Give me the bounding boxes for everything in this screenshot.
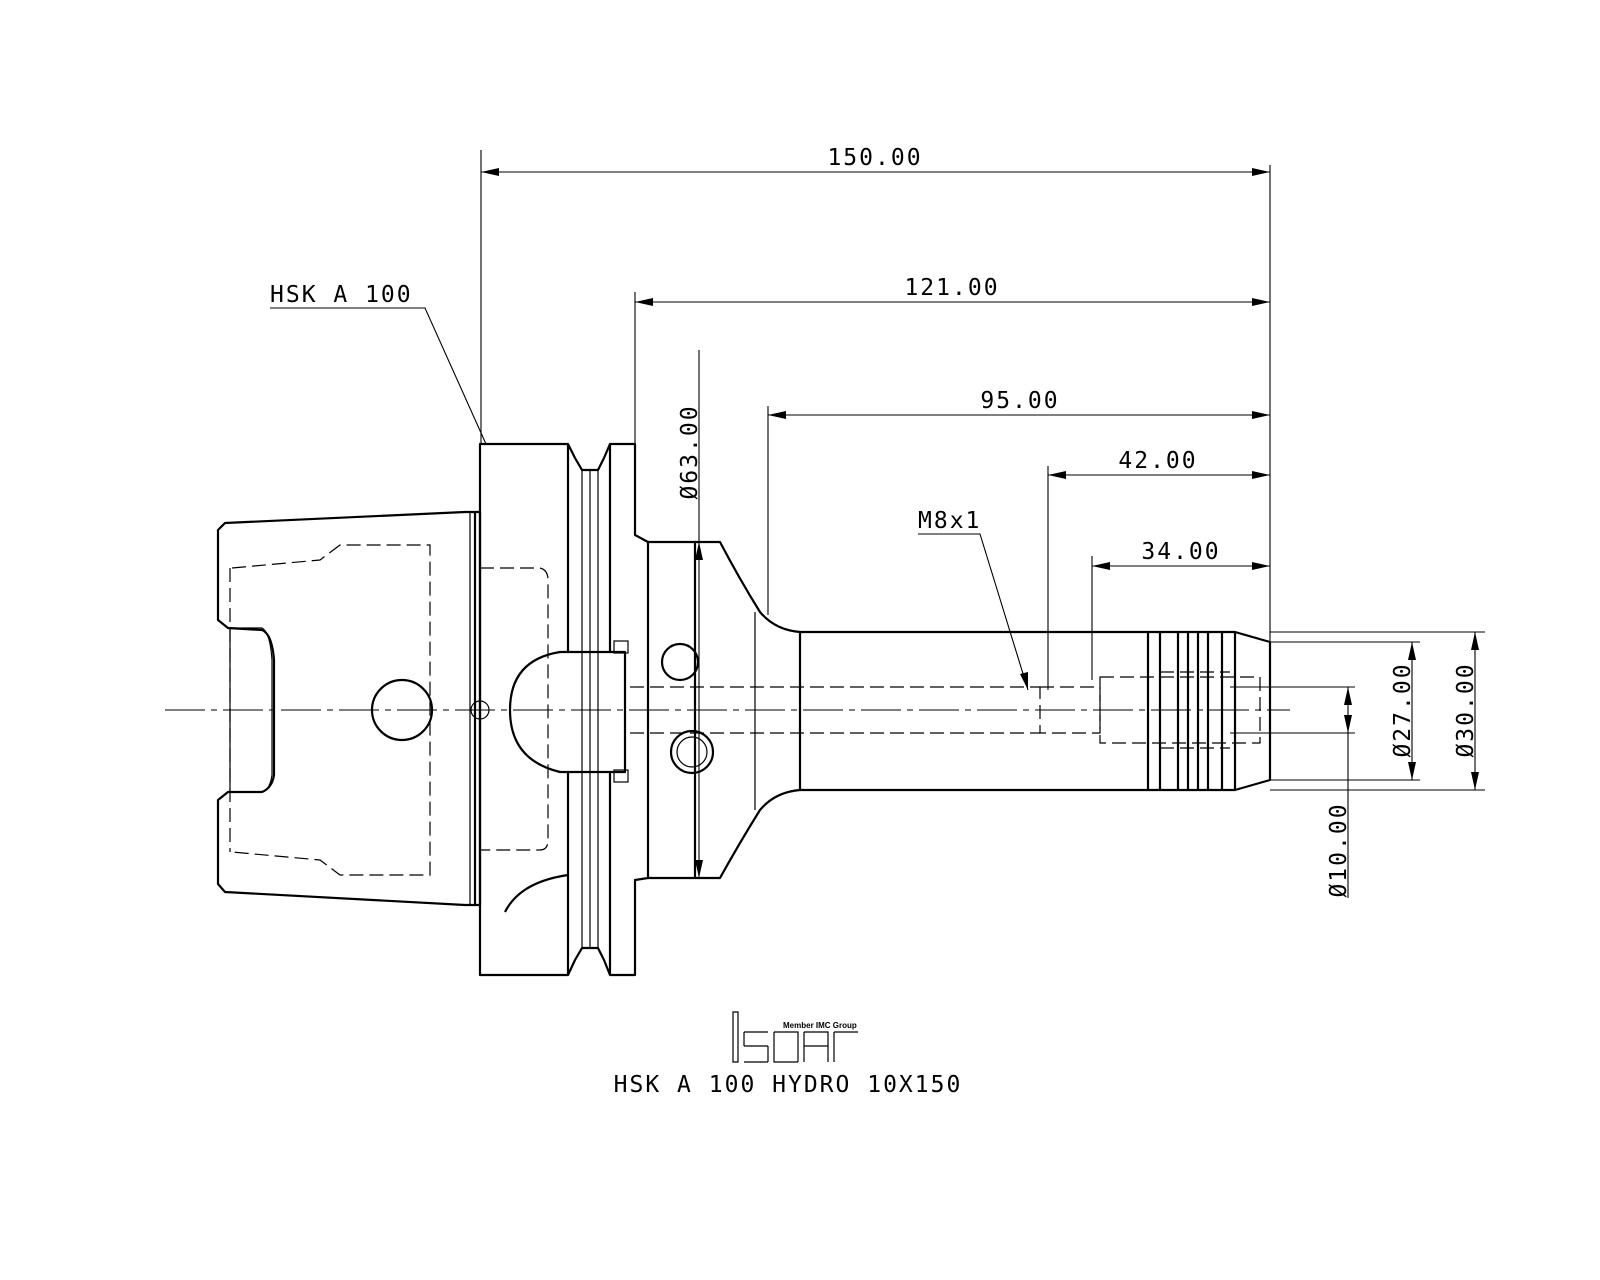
shank — [630, 630, 1272, 792]
hsk-taper — [216, 510, 549, 907]
dim-27-label: Ø27.00 — [1390, 662, 1416, 757]
dim-overall-length: 150.00 — [480, 145, 1271, 642]
body — [648, 540, 802, 880]
dim-63-label: Ø63.00 — [677, 404, 703, 499]
callout-hsk-label: HSK A 100 — [270, 282, 413, 308]
dim-34-label: 34.00 — [1141, 539, 1220, 565]
callout-thread-label: M8x1 — [918, 508, 981, 534]
dim-shank-diameter-27: Ø27.00 — [1270, 641, 1420, 781]
dim-shank-diameter-30: Ø30.00 — [1270, 631, 1485, 791]
dim-10-label: Ø10.00 — [1326, 802, 1352, 897]
dim-121-label: 121.00 — [904, 275, 999, 301]
dim-150-label: 150.00 — [827, 145, 922, 171]
brand-tagline: Member IMC Group — [783, 1021, 857, 1030]
dim-flange-diameter: Ø63.00 — [677, 350, 703, 878]
drawing-title: HSK A 100 HYDRO 10X150 — [614, 1072, 963, 1098]
callout-thread: M8x1 — [918, 508, 1029, 691]
flange — [478, 442, 650, 977]
callout-interface: HSK A 100 — [270, 282, 487, 445]
dim-bore-diameter: Ø10.00 — [1230, 686, 1355, 898]
dim-42-label: 42.00 — [1118, 448, 1197, 474]
dim-95-label: 95.00 — [980, 388, 1059, 414]
dim-clamping-length: 34.00 — [1091, 539, 1270, 680]
dim-bore-depth: 42.00 — [1047, 448, 1270, 690]
dim-neck-length: 95.00 — [767, 388, 1270, 615]
brand-logo: Member IMC Group — [732, 1011, 858, 1063]
dim-length-from-flange: 121.00 — [634, 275, 1270, 444]
dim-30-label: Ø30.00 — [1453, 662, 1479, 757]
